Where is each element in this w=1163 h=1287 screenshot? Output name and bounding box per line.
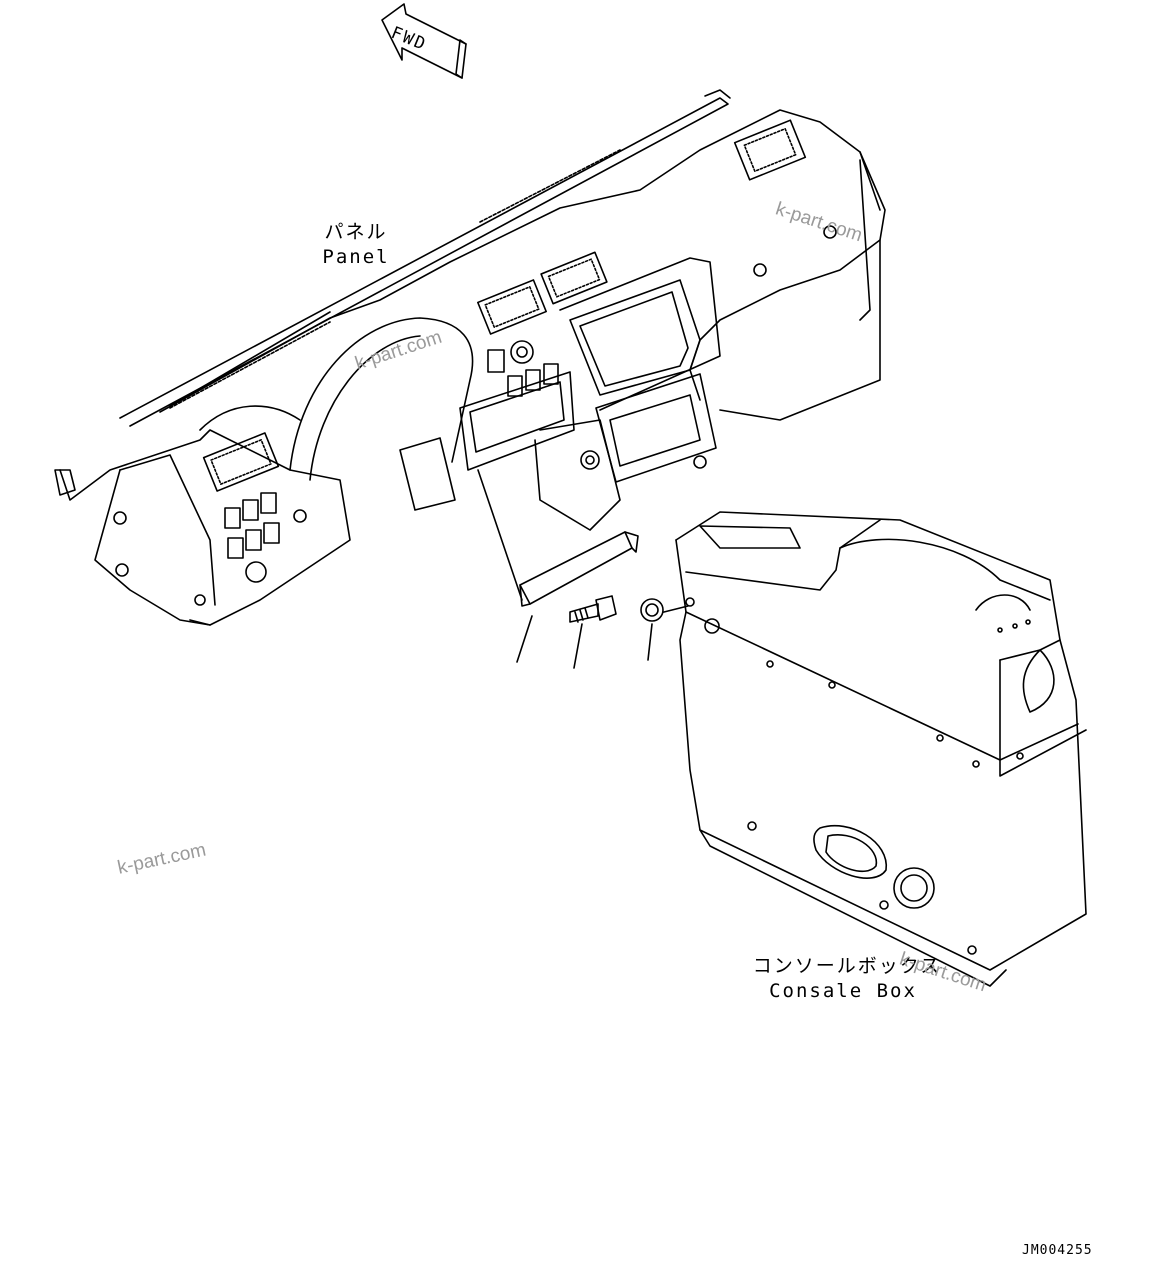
console-box-label-jp: コンソールボックス bbox=[752, 955, 942, 977]
panel-label-jp: パネル bbox=[324, 221, 388, 243]
bolt bbox=[569, 595, 617, 623]
mounting-bracket bbox=[477, 469, 639, 607]
washer bbox=[640, 598, 664, 622]
console-box bbox=[675, 511, 1087, 987]
panel-label-en: Panel bbox=[322, 246, 390, 268]
console-box-label-en: Consale Box bbox=[769, 980, 917, 1002]
forward-arrow-icon bbox=[381, 3, 467, 79]
leader-lines bbox=[516, 605, 689, 669]
drawing-code: JM004255 bbox=[1022, 1243, 1093, 1258]
instrument-panel bbox=[54, 89, 886, 626]
